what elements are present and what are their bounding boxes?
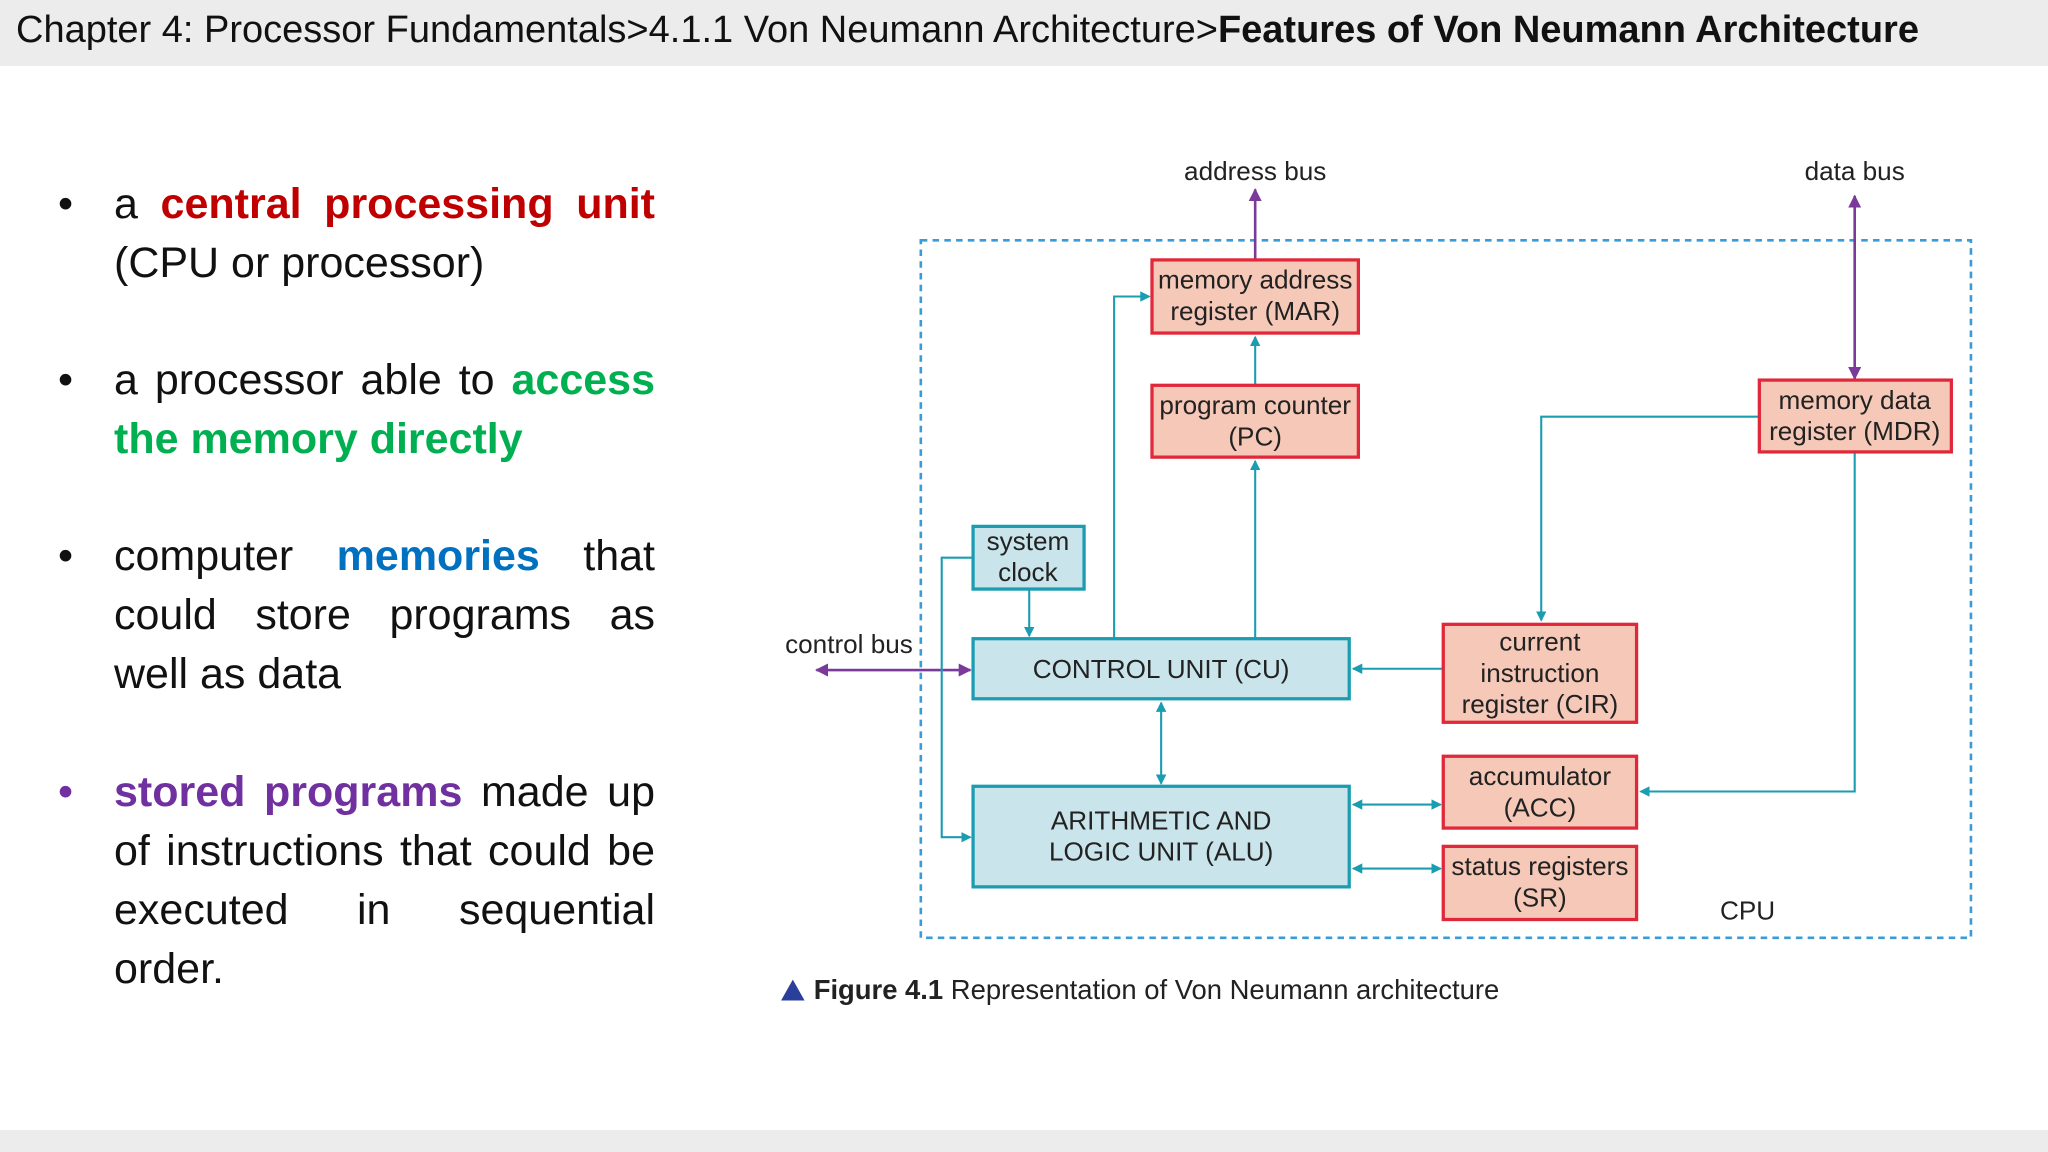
cu-label: CONTROL UNIT (CU) xyxy=(1033,654,1290,684)
sr-box xyxy=(1441,844,1639,922)
mdr-label: memory data xyxy=(1779,385,1932,415)
figure-caption: Figure 4.1 Representation of Von Neumann… xyxy=(814,974,1500,1005)
mdr-to-acc-link xyxy=(1639,451,1856,797)
pc-label: program counter xyxy=(1159,390,1351,420)
highlight-access: access the memory directly xyxy=(114,356,655,463)
bullet-text: computer xyxy=(114,532,337,580)
alu-box xyxy=(971,784,1351,889)
address-bus-label: address bus xyxy=(1184,156,1326,186)
cpu-label: CPU xyxy=(1720,896,1775,926)
triangle-icon xyxy=(781,979,805,1001)
clock-to-alu-link xyxy=(940,556,974,843)
cir-label: current xyxy=(1499,626,1581,656)
breadcrumb-chapter[interactable]: Chapter 4: Processor Fundamentals xyxy=(16,9,627,51)
pc-box xyxy=(1150,383,1360,459)
system-clock-box xyxy=(971,524,1086,591)
sr-label: (SR) xyxy=(1513,882,1567,912)
bullet-text: made up of instructions that could be ex… xyxy=(114,768,655,993)
breadcrumb-separator: > xyxy=(626,9,649,51)
breadcrumb-separator: > xyxy=(1195,9,1218,51)
acc-label: (ACC) xyxy=(1504,792,1577,822)
highlight-stored-programs: stored programs xyxy=(114,768,463,816)
sr-label: status registers xyxy=(1451,851,1628,881)
acc-box xyxy=(1441,754,1639,830)
data-links xyxy=(940,291,1856,874)
acc-label: accumulator xyxy=(1469,761,1612,791)
control-unit-box xyxy=(971,637,1351,701)
clock-label: system xyxy=(987,526,1070,556)
bullet-text: a processor able to xyxy=(114,356,512,404)
control-bus-label: control bus xyxy=(785,629,913,659)
mdr-box xyxy=(1757,378,1953,454)
highlight-memories: memories xyxy=(336,532,540,580)
bullet-icon: • xyxy=(58,768,74,816)
page-title: Features of Von Neumann Architecture xyxy=(1217,9,1919,51)
bullet-text: a xyxy=(114,180,161,228)
highlight-cpu: central processing unit xyxy=(160,180,655,228)
data-bus-label: data bus xyxy=(1805,156,1905,186)
cu-to-mar-link xyxy=(1113,291,1151,639)
cir-box xyxy=(1441,622,1639,724)
footer-bar xyxy=(0,1130,2048,1152)
cir-label: instruction xyxy=(1480,658,1599,688)
bullet-icon: • xyxy=(58,180,74,228)
pc-label: (PC) xyxy=(1228,421,1282,451)
bullet-text: (CPU or processor) xyxy=(114,239,485,287)
bullet-icon: • xyxy=(58,356,74,404)
alu-label: LOGIC UNIT (ALU) xyxy=(1049,837,1273,867)
mar-label: memory address xyxy=(1158,265,1352,295)
mar-box xyxy=(1150,258,1360,335)
bullet-icon: • xyxy=(58,532,74,580)
mar-label: register (MAR) xyxy=(1170,296,1340,326)
clock-label: clock xyxy=(998,557,1058,587)
breadcrumb-section[interactable]: 4.1.1 Von Neumann Architecture xyxy=(648,9,1196,51)
mdr-to-cir-link xyxy=(1536,415,1760,622)
alu-label: ARITHMETIC AND xyxy=(1051,805,1272,835)
cpu-boundary xyxy=(919,239,1973,940)
bullet-text: that could store programs as well as dat… xyxy=(114,532,655,698)
breadcrumb: Chapter 4: Processor Fundamentals>4.1.1 … xyxy=(0,0,2048,66)
mdr-label: register (MDR) xyxy=(1769,416,1940,446)
cir-label: register (CIR) xyxy=(1462,689,1619,719)
